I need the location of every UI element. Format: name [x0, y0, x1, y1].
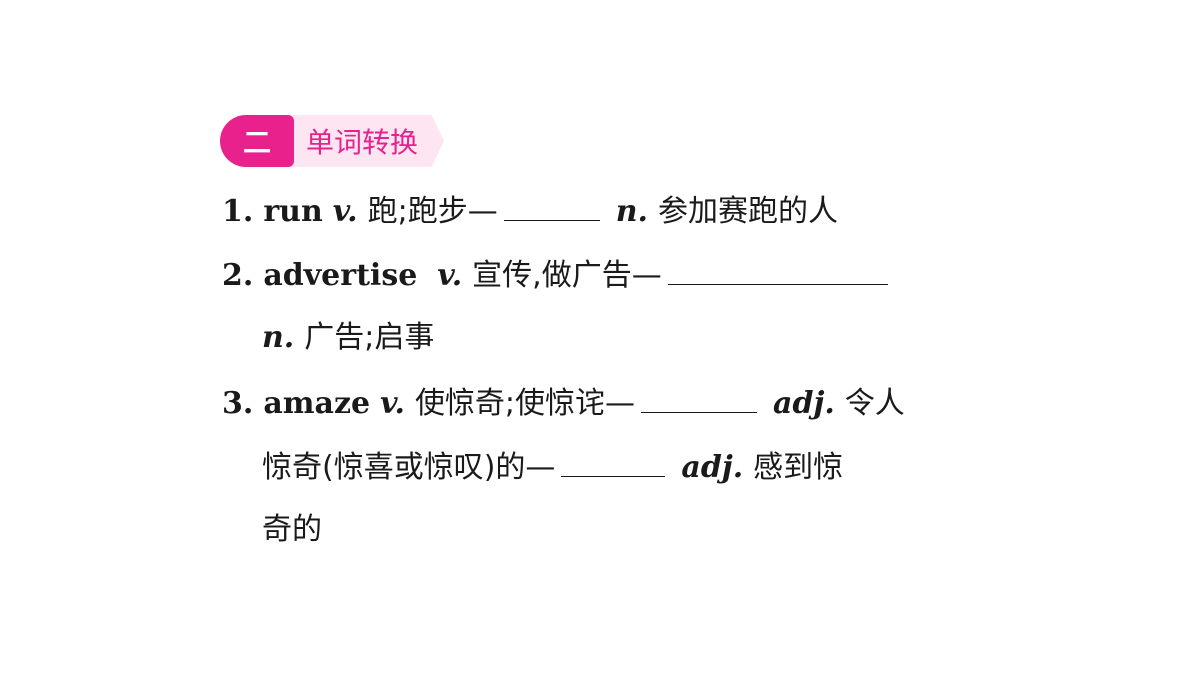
part-of-speech: v. — [437, 258, 463, 293]
item-meaning: 令人 — [844, 386, 905, 421]
part-of-speech: adj. — [773, 386, 835, 421]
item-meaning: 参加赛跑的人 — [658, 194, 838, 229]
part-of-speech: v. — [380, 386, 405, 421]
section-title: 单词转换 — [288, 115, 445, 167]
item-1-line: 1. run v. 跑;跑步— n. 参加赛跑的人 — [222, 190, 838, 232]
item-meaning: 宣传,做广告— — [472, 258, 662, 293]
section-number-badge: 二 — [220, 115, 294, 167]
item-2-line-cont: n. 广告;启事 — [262, 318, 434, 358]
part-of-speech: n. — [615, 194, 648, 229]
answer-blank[interactable] — [503, 190, 600, 221]
section-header: 二 单词转换 — [220, 115, 445, 167]
item-meaning: 奇的 — [262, 512, 322, 547]
item-number: 3. — [222, 386, 254, 421]
item-meaning: 使惊奇;使惊诧— — [414, 386, 636, 421]
item-meaning: 惊奇(惊喜或惊叹)的— — [262, 450, 556, 485]
answer-blank[interactable] — [641, 382, 758, 413]
item-meaning: 广告;启事 — [304, 320, 435, 355]
item-number: 2. — [222, 258, 254, 293]
part-of-speech: n. — [262, 320, 295, 355]
item-meaning: 感到惊 — [753, 450, 844, 485]
item-word: run — [263, 194, 323, 229]
item-number: 1. — [222, 194, 254, 229]
item-3-line-cont2: 奇的 — [262, 510, 322, 550]
part-of-speech: v. — [332, 194, 358, 229]
item-word: amaze — [263, 386, 371, 421]
item-meaning: 跑;跑步— — [367, 194, 498, 229]
answer-blank[interactable] — [561, 446, 666, 477]
part-of-speech: adj. — [681, 450, 744, 485]
answer-blank[interactable] — [667, 254, 888, 285]
item-3-line: 3. amaze v. 使惊奇;使惊诧— adj. 令人 — [222, 382, 905, 424]
item-word: advertise — [263, 258, 418, 293]
item-2-line: 2. advertise v. 宣传,做广告— — [222, 254, 894, 296]
item-3-line-cont: 惊奇(惊喜或惊叹)的— adj. 感到惊 — [262, 446, 843, 488]
